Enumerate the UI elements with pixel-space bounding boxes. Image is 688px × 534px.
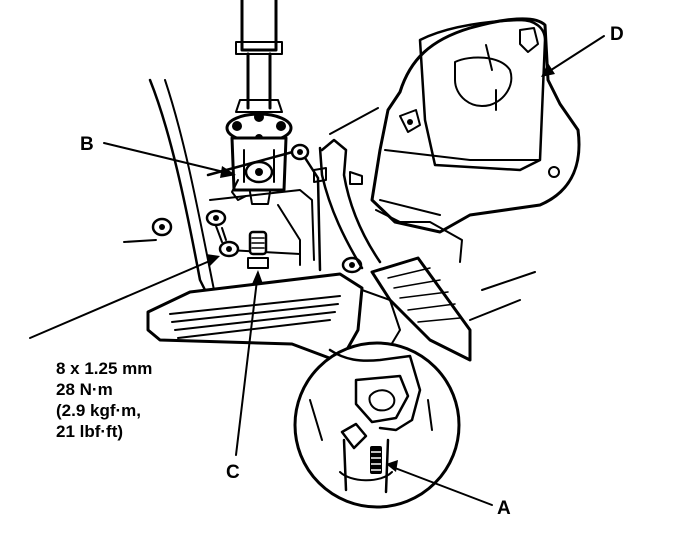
detail-inset: [293, 341, 461, 509]
universal-joint: [225, 112, 293, 205]
bolt-upper-left: [205, 209, 227, 227]
label-a: A: [497, 498, 511, 519]
bolt-a-detail: [370, 446, 382, 474]
bolt-c-stud: [247, 230, 269, 269]
mounting-bolts: [151, 143, 363, 274]
bolt-far-left: [151, 217, 173, 237]
label-d: D: [610, 24, 624, 45]
cover-d: [370, 17, 581, 234]
bolt-upper-center: [290, 143, 310, 161]
torque-spec-size: 8 x 1.25 mm: [56, 359, 152, 378]
linkage-rod: [313, 107, 463, 270]
torque-spec-kgfm: (2.9 kgf·m,: [56, 401, 141, 420]
leader-lines: [29, 35, 605, 506]
label-c: C: [226, 462, 240, 483]
floor-mat: [146, 271, 536, 364]
torque-spec-nm: 28 N·m: [56, 380, 113, 399]
bolt-lower-left: [215, 225, 240, 258]
torque-spec: 8 x 1.25 mm 28 N·m (2.9 kgf·m, 21 lbf·ft…: [56, 359, 152, 441]
steering-shaft: [235, 0, 283, 113]
torque-spec-lbfft: 21 lbf·ft): [56, 422, 123, 441]
label-b: B: [80, 134, 94, 155]
body-frame: [123, 78, 322, 312]
